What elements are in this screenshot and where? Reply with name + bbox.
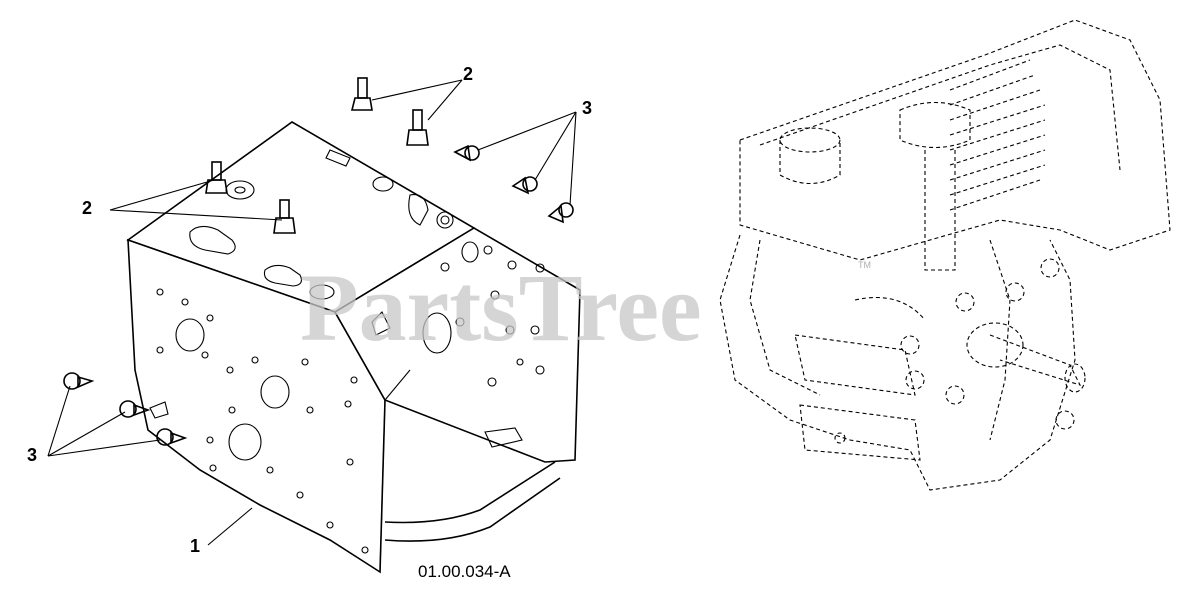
callout-1: 1 (190, 536, 200, 556)
bolt-2-top-b (406, 109, 429, 146)
screw-3-left-a (63, 372, 95, 390)
callout-2-top: 2 (463, 64, 473, 84)
flange-screws (63, 144, 574, 446)
bolt-2-side-b (273, 199, 296, 234)
callout-2-left: 2 (82, 198, 92, 218)
bolt-2-side-a (205, 161, 228, 194)
screw-3-top-a (453, 144, 480, 162)
screw-3-top-c (547, 202, 574, 224)
callout-3-left: 3 (27, 445, 37, 465)
callout-3-top: 3 (582, 98, 592, 118)
watermark-text: PartsTree (300, 254, 702, 361)
bolt-2-top-a (350, 77, 373, 111)
screw-3-left-b (119, 400, 151, 418)
screw-3-top-b (511, 176, 538, 195)
screw-3-left-c (156, 428, 188, 446)
carriage-bolts (205, 77, 429, 234)
mounting-bracket (126, 121, 581, 574)
leader-lines (47, 79, 577, 546)
watermark-trademark: TM (858, 260, 871, 270)
diagram-reference-code: 01.00.034-A (418, 562, 511, 581)
engine-phantom-outline (719, 19, 1171, 491)
